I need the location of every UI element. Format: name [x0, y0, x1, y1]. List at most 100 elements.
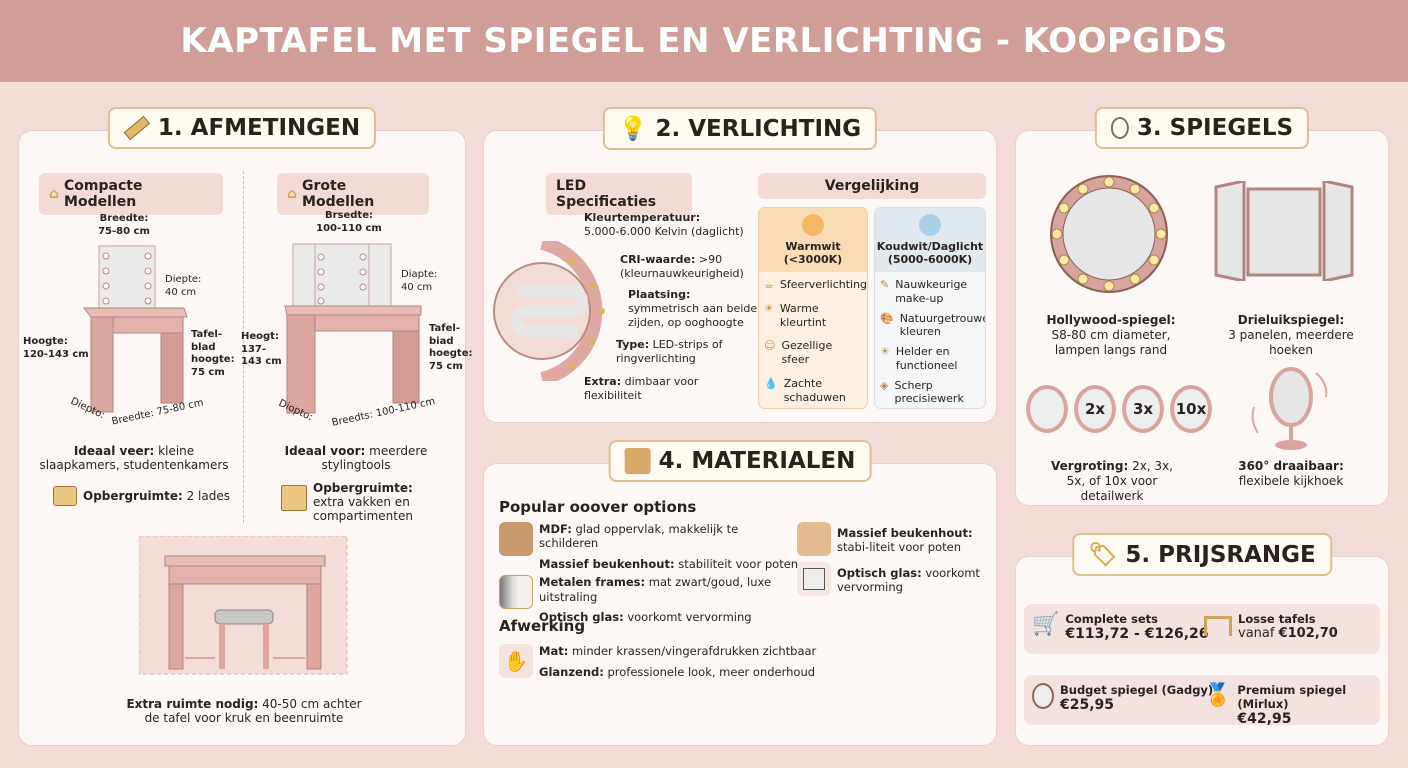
bulb — [1103, 280, 1115, 292]
wood-icon — [624, 448, 651, 474]
bulb — [1103, 176, 1115, 188]
cold-item: ✎Nauwkeurige make-up — [880, 278, 968, 305]
cabinet-icon — [281, 485, 307, 511]
price-row: 🛒Complete sets€113,72 - €126,26 Losse ta… — [1024, 604, 1380, 654]
hollywood-mirror-illustration — [1050, 175, 1168, 293]
section-title: 1. AFMETINGEN — [107, 107, 377, 149]
finish-list: ✋ Mat: minder krassen/vingerafdrukken zi… — [499, 644, 816, 680]
finish-heading: Afwerking — [499, 617, 586, 635]
warm-item: ☕Sfeerverlichting — [764, 278, 868, 291]
warm-card: Warmwit (<3000K) ☕Sfeerverlichting ☀Warm… — [758, 207, 868, 409]
section-materialen: 4. MATERIALEN Popular ooover options MDF… — [483, 440, 997, 746]
grote-diepte: Diapte: 40 cm — [401, 269, 438, 293]
spec-item: CRI-waarde: >90 (kleurnauwkeurigheid) — [620, 253, 744, 280]
cold-item: ◈Scherp precisiewerk — [880, 378, 964, 406]
bulb — [1148, 202, 1160, 214]
lightbulb-icon: 💡 — [618, 116, 648, 142]
bulb — [1129, 183, 1141, 195]
finish-item: Glanzend: professionele look, meer onder… — [539, 665, 816, 680]
led-strip-illustration — [493, 241, 605, 381]
spec-item: Type: LED-strips of ringverlichting — [616, 338, 723, 365]
header: KAPTAFEL MET SPIEGEL EN VERLICHTING - KO… — [0, 0, 1408, 82]
grote-tafelblad: Tafel- biad hoegte: 75 cm — [429, 323, 473, 372]
lightbulb-icon — [802, 214, 824, 236]
drieluik-caption: Drieluikspiegel:3 panelen, meerdere hoek… — [1228, 313, 1354, 357]
mirror-icon — [1032, 683, 1054, 709]
extra-ruimte: Extra ruimte nodig: 40-50 cm achter de t… — [126, 697, 362, 725]
materials-right: Massief beukenhout: stabi-liteit voor po… — [797, 522, 987, 596]
bulb — [1058, 254, 1070, 266]
triptych-mirror-illustration — [1214, 181, 1354, 281]
grote-hoogte: Heogt: 137- 143 cm — [241, 331, 282, 367]
compact-tafelblad: Tafel- blad hoogte: 75 cm — [191, 329, 235, 378]
price-item: Budget spiegel (Gadgy)€25,95 — [1032, 683, 1213, 713]
award-icon: 🏅 — [1204, 683, 1232, 708]
compact-breedte-top: Breedte: 75-80 cm — [98, 213, 150, 237]
warm-item: ☀Warme kleurtint — [764, 301, 827, 329]
shopping-cart-icon: 🛒 — [1032, 612, 1060, 637]
section-title: 💡2. VERLICHTING — [602, 107, 878, 150]
finish-item: Mat: minder krassen/vingerafdrukken zich… — [539, 644, 817, 658]
magnifying-mirror: 3x — [1122, 385, 1164, 433]
compact-heading: ⌂Compacte Modellen — [39, 173, 223, 215]
section-title: 4. MATERIALEN — [608, 440, 872, 482]
cold-card: Koudwit/Daglicht (5000-6000K) ✎Nauwkeuri… — [874, 207, 986, 409]
table-with-stool-illustration — [139, 536, 348, 675]
smiley-icon: ☺ — [764, 339, 776, 353]
spec-item: Extra: dimbaar voor flexibiliteit — [584, 375, 699, 402]
table-icon — [1204, 616, 1232, 636]
hollywood-caption: Hollywood-spiegel:S8-80 cm diameter, lam… — [1046, 313, 1176, 357]
glass-icon — [797, 562, 831, 596]
page-title: KAPTAFEL MET SPIEGEL EN VERLICHTING - KO… — [180, 21, 1228, 61]
coffee-cup-icon: ☕ — [764, 278, 774, 291]
bulb — [1155, 228, 1167, 240]
section-title: 3. SPIEGELS — [1094, 107, 1310, 149]
spec-item: Kleurtemperatuur:5.000-6.000 Kelvin (dag… — [584, 211, 744, 238]
lightbulb-icon: ☀ — [880, 345, 890, 358]
droplets-icon: 💧 — [764, 376, 778, 390]
price-row: Budget spiegel (Gadgy)€25,95 🏅Premium sp… — [1024, 675, 1380, 727]
compact-opberg: Opbergruimte: 2 lades — [53, 486, 230, 506]
grote-table-illustration — [284, 243, 422, 414]
grote-opberg: Opbergruimte:extra vakken en compartimen… — [281, 481, 433, 523]
price-tag-icon: 🏷 — [1088, 542, 1118, 568]
precision-icon: ◈ — [880, 378, 889, 392]
draai-caption: 360° draaibaar:flexibele kijkhoek — [1238, 459, 1344, 488]
drawer-icon — [53, 486, 77, 506]
bulb — [1077, 273, 1089, 285]
price-item: 🛒Complete sets€113,72 - €126,26 — [1032, 612, 1209, 642]
magnifying-mirror: 10x — [1170, 385, 1212, 433]
material-item: Massief beukenhout: stabiliteit voor pot… — [539, 556, 799, 571]
compact-diepte: Diepte: 40 cm — [165, 274, 202, 298]
compare-heading: Vergelijking — [758, 173, 986, 199]
magnification-mirrors: 2x 3x 10x — [1026, 385, 1212, 433]
popular-heading: Popular ooover options — [499, 498, 697, 516]
lightbulb-icon: ☀ — [764, 301, 774, 315]
makeup-brush-icon: ✎ — [880, 278, 890, 291]
grote-ideaal: Ideaal voor: meerdere stylingtools — [284, 444, 428, 472]
price-item: 🏅Premium spiegel (Mirlux)€42,95 — [1204, 683, 1347, 727]
vergroting-caption: Vergroting: 2x, 3x, 5x, of 10x voor deta… — [1051, 459, 1173, 503]
material-item: MDF: glad oppervlak, makkelijk te schild… — [539, 522, 739, 551]
bulb — [1051, 228, 1063, 240]
compact-table-illustration — [82, 245, 188, 413]
warm-item: ☺Gezellige sfeer — [764, 339, 833, 366]
bulb — [1129, 273, 1141, 285]
metal-frame-icon — [499, 575, 533, 610]
cold-item: ☀Helder en functioneel — [880, 345, 958, 372]
ruler-icon — [123, 115, 151, 141]
bulb — [1148, 254, 1160, 266]
magnifying-mirror: 2x — [1074, 385, 1116, 433]
material-item: Optisch glas: voorkomt vervorming — [539, 609, 752, 624]
mirror-icon — [1110, 117, 1129, 139]
grote-heading: ⌂Grote Modellen — [277, 173, 429, 215]
cold-item: 🎨Natuurgetrouwe kleuren — [880, 311, 986, 339]
house-icon: ⌂ — [49, 186, 60, 202]
bulb — [1077, 183, 1089, 195]
material-item: Metalen frames: mat zwart/goud, luxe uit… — [539, 575, 772, 604]
house-icon: ⌂ — [287, 186, 298, 202]
compact-hoogte: Hoogte: 120-143 cm — [23, 336, 89, 360]
grote-breedte-top: Brsedte: 100-110 cm — [316, 210, 382, 234]
divider — [243, 171, 244, 523]
